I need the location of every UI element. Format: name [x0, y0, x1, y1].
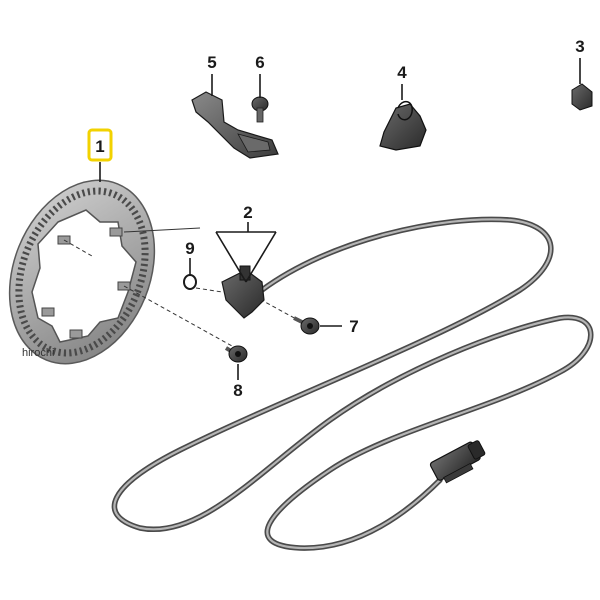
highlight-box	[87, 128, 113, 162]
sensor-screw	[293, 316, 320, 335]
bracket	[191, 91, 279, 159]
abs-sensor-with-cable	[111, 216, 594, 551]
abs-sensor-ring	[8, 179, 156, 365]
callout-numbers: 1 2 3 4 5 6 7 8 9	[95, 37, 584, 400]
callout-7[interactable]: 7	[349, 317, 358, 336]
callout-1[interactable]: 1	[95, 137, 104, 156]
callout-5[interactable]: 5	[207, 53, 216, 72]
callout-leaders	[99, 58, 581, 380]
cable-connector	[429, 440, 486, 484]
sensor-cable	[111, 216, 594, 551]
cable-holder	[379, 100, 427, 151]
watermark-text: hirochi	[22, 347, 54, 359]
o-ring	[183, 274, 197, 290]
ring-screw	[224, 345, 248, 363]
callout-3[interactable]: 3	[575, 37, 584, 56]
callout-4[interactable]: 4	[397, 63, 407, 82]
callout-2[interactable]: 2	[243, 203, 252, 222]
cable-clip	[571, 83, 593, 111]
bracket-screw	[251, 96, 269, 123]
callout-9[interactable]: 9	[185, 239, 194, 258]
ring-slots	[15, 187, 149, 357]
callout-8[interactable]: 8	[233, 381, 242, 400]
callout-6[interactable]: 6	[255, 53, 264, 72]
